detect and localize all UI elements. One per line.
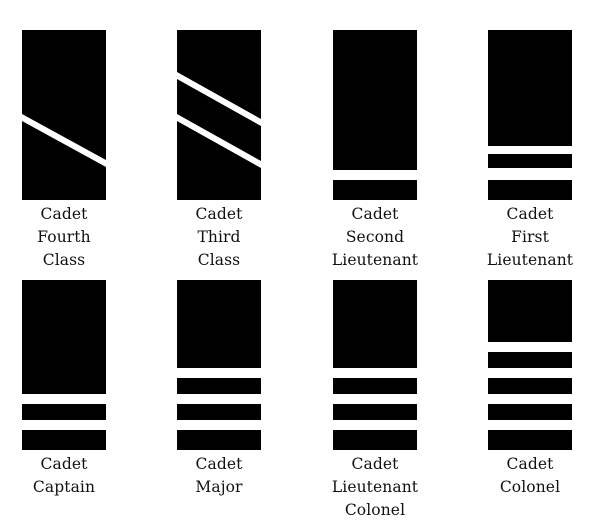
insignia-cadet-second-lieutenant [333,30,417,200]
insignia-cadet-third-class [177,30,261,200]
insignia-bar [22,404,106,420]
insignia-block [333,280,417,368]
rank-cadet-lieutenant-colonel: Cadet Lieutenant Colonel [332,280,418,519]
insignia-bar [22,430,106,450]
insignia-block [488,30,572,146]
rank-label-line: Third [197,228,241,246]
insignia-cadet-lieutenant-colonel [333,280,417,450]
rank-label-line: Class [42,251,86,269]
rank-cadet-colonel: Cadet Colonel [488,280,572,496]
rank-label: Cadet Colonel [468,453,592,499]
rank-label-line: Fourth [37,228,91,246]
insignia-cadet-colonel [488,280,572,450]
rank-label-line: Cadet [351,455,399,473]
rank-label-line: Colonel [344,501,406,519]
rank-label-line: Class [197,251,241,269]
rank-label-line: Cadet [506,455,554,473]
insignia-bar [177,430,261,450]
rank-cadet-fourth-class: Cadet Fourth Class [22,30,106,269]
insignia-block [22,280,106,394]
rank-cadet-second-lieutenant: Cadet Second Lieutenant [332,30,418,269]
rank-label-line: Lieutenant [486,251,574,269]
insignia-bar [333,180,417,200]
rank-label: Cadet First Lieutenant [468,203,592,272]
rank-label-line: Cadet [351,205,399,223]
rank-label-line: Cadet [506,205,554,223]
insignia-bar [488,352,572,368]
rank-cadet-first-lieutenant: Cadet First Lieutenant [487,30,573,269]
insignia-bar [333,430,417,450]
rank-cadet-captain: Cadet Captain [22,280,106,496]
insignia-diagonal-stripe [177,114,261,168]
rank-label-line: Colonel [499,478,561,496]
insignia-block [177,280,261,368]
insignia-bar [488,404,572,420]
rank-label-line: Major [195,478,243,496]
insignia-diagonal-stripe [177,72,261,126]
insignia-cadet-captain [22,280,106,450]
rank-label-line: Second [345,228,405,246]
insignia-bar [333,404,417,420]
insignia-diagonal-stripe [22,114,106,167]
rank-label: Cadet Major [157,453,281,499]
insignia-bar [488,180,572,200]
rank-label-line: Captain [32,478,96,496]
rank-label-line: First [511,228,549,246]
insignia-block [333,30,417,170]
rank-label-line: Cadet [40,205,88,223]
insignia-bar [177,404,261,420]
rank-label: Cadet Captain [2,453,126,499]
insignia-cadet-first-lieutenant [488,30,572,200]
rank-label-line: Cadet [195,455,243,473]
insignia-bar [488,154,572,168]
insignia-bar [177,378,261,394]
rank-cadet-third-class: Cadet Third Class [177,30,261,269]
insignia-bar [488,378,572,394]
insignia-block [488,280,572,342]
rank-label: Cadet Fourth Class [2,203,126,272]
rank-label-line: Lieutenant [331,251,419,269]
insignia-bar [333,378,417,394]
rank-label: Cadet Second Lieutenant [313,203,437,272]
insignia-block [22,30,106,200]
insignia-bar [488,430,572,450]
insignia-cadet-fourth-class [22,30,106,200]
rank-label-line: Cadet [40,455,88,473]
rank-label-line: Cadet [195,205,243,223]
insignia-cadet-major [177,280,261,450]
rank-label: Cadet Third Class [157,203,281,272]
rank-cadet-major: Cadet Major [177,280,261,496]
rank-label-line: Lieutenant [331,478,419,496]
rank-label: Cadet Lieutenant Colonel [313,453,437,522]
